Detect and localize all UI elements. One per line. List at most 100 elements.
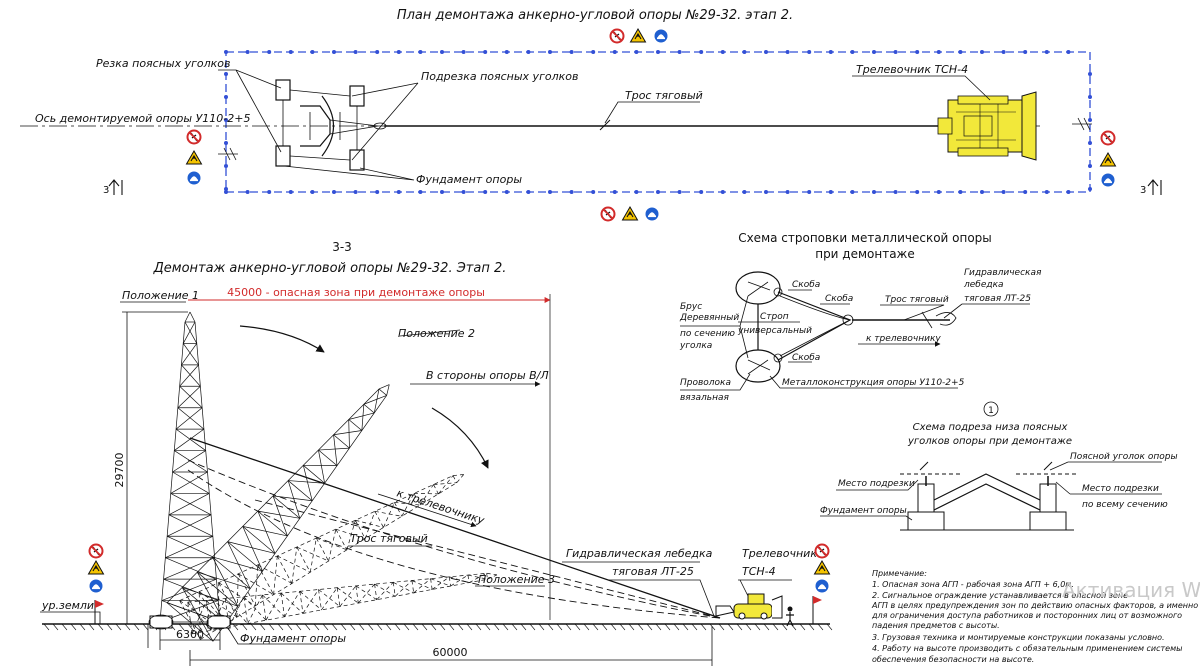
note-2c: для ограничения доступа работников и пос… bbox=[871, 611, 1182, 620]
break-mark-right bbox=[1072, 117, 1092, 131]
position1-label: Положение 1 bbox=[122, 289, 199, 302]
foundation-right bbox=[207, 615, 231, 629]
danger-zone-label: 45000 - опасная зона при демонтаже опоры bbox=[227, 286, 485, 299]
to-tractor-arrow bbox=[377, 493, 477, 528]
plan-safety-signs-left bbox=[185, 129, 203, 185]
undercut-foundation-label: Фундамент опоры bbox=[820, 506, 907, 516]
foundation-left bbox=[149, 615, 173, 629]
undercut-circle bbox=[983, 401, 999, 417]
swing-arrow-1 bbox=[239, 325, 325, 353]
label-tractor-plan: Трелевочник ТСН-4 bbox=[856, 63, 968, 76]
label-rope-plan: Трос тяговый bbox=[625, 89, 703, 102]
tower-position-1 bbox=[159, 311, 221, 623]
leader-tractor-plan bbox=[852, 75, 991, 101]
height-label: 29700 bbox=[113, 453, 126, 488]
swing-arrow-2 bbox=[431, 407, 489, 469]
notes-block: Примечание: 1. Опасная зона АГП - рабоча… bbox=[871, 569, 1198, 664]
helmet-mandatory-icon bbox=[654, 29, 668, 43]
tower-base-plan bbox=[275, 79, 387, 171]
label-cut-belt: Резка поясных уголков bbox=[96, 57, 231, 70]
label-foundation-plan: Фундамент опоры bbox=[416, 173, 522, 186]
prohibition-sign-icon bbox=[609, 28, 625, 44]
warning-sign-icon bbox=[621, 206, 639, 221]
tower-position-3 bbox=[179, 474, 498, 640]
sling-label-2: универсальный bbox=[737, 326, 812, 336]
axis-label: Ось демонтируемой опоры У110-2+5 bbox=[35, 112, 250, 125]
note-1: 1. Опасная зона АГП - рабочая зона АГП +… bbox=[872, 580, 1074, 589]
leader-rope-plan bbox=[604, 101, 700, 124]
slinging-title-2: при демонтаже bbox=[815, 247, 915, 261]
undercut-cut-label: Место подрезки bbox=[838, 479, 915, 489]
winch-label-1: Гидравлическая лебедка bbox=[566, 547, 713, 560]
note-4a: 4. Работу на высоте производить с обязат… bbox=[872, 644, 1182, 653]
undercut-cut-all-2: по всему сечению bbox=[1082, 500, 1168, 510]
os-activation-watermark: Активация Win bbox=[1062, 578, 1200, 602]
fence-posts bbox=[224, 50, 1092, 194]
sling-label-1: Строп bbox=[760, 312, 789, 322]
notes-heading: Примечание: bbox=[872, 569, 927, 578]
winch-scheme-1: Гидравлическая bbox=[964, 268, 1042, 278]
beam-label-2: Деревянный bbox=[679, 313, 739, 323]
undercut-title-2: уголков опоры при демонтаже bbox=[907, 436, 1072, 447]
plan-safety-signs-right bbox=[1099, 130, 1117, 187]
note-2a: 2. Сигнальное ограждение устанавливается… bbox=[872, 591, 1128, 600]
tractor-plan bbox=[937, 91, 1037, 161]
note-4b: обеспечения безопасности на высоте. bbox=[872, 655, 1034, 664]
tower-position-2 bbox=[166, 384, 390, 642]
note-2b: АГП в целях предупреждения зон по действ… bbox=[871, 601, 1198, 610]
plan-safety-signs-bottom bbox=[600, 206, 659, 222]
undercut-cut-all-1: Место подрезки bbox=[1082, 484, 1159, 494]
rope-label-section: Трос тяговый bbox=[350, 532, 428, 545]
ground-hatch bbox=[43, 623, 833, 631]
winch-label-2: тяговая ЛТ-25 bbox=[612, 565, 694, 578]
svg-text:3: 3 bbox=[103, 185, 109, 196]
section-signs-left bbox=[87, 543, 105, 593]
tow-rope-section bbox=[189, 437, 721, 619]
section-id: 3-3 bbox=[332, 240, 352, 254]
prohibition-sign-icon bbox=[1100, 130, 1116, 146]
position2-label: Положение 2 bbox=[398, 327, 475, 340]
undercut-title-1: Схема подреза низа поясных bbox=[913, 422, 1068, 433]
section-mark-right: 3 bbox=[1140, 179, 1162, 196]
undercut-belt-label: Поясной уголок опоры bbox=[1070, 452, 1178, 462]
slinging-drawing bbox=[735, 271, 957, 383]
prohibition-sign-icon bbox=[600, 206, 616, 222]
section-signs-right bbox=[813, 543, 831, 593]
beam-label-1: Брус bbox=[680, 302, 702, 312]
note-2d: падения предметов с высоты. bbox=[872, 621, 1000, 630]
dim-total: 60000 bbox=[433, 646, 468, 659]
label-undercut-belt: Подрезка поясных уголков bbox=[421, 70, 578, 83]
svg-text:3: 3 bbox=[1140, 185, 1146, 196]
helmet-mandatory-icon bbox=[187, 171, 201, 185]
helmet-mandatory-icon bbox=[645, 207, 659, 221]
worker-figure bbox=[786, 606, 794, 627]
undercut-drawing bbox=[900, 461, 1076, 531]
tractor-label-2: ТСН-4 bbox=[742, 565, 776, 578]
helmet-mandatory-icon bbox=[1101, 173, 1115, 187]
leader-foundation-plan bbox=[283, 165, 415, 181]
direction-label: В стороны опоры В/Л bbox=[426, 369, 549, 382]
sling-bracket-1: Скоба bbox=[792, 280, 820, 290]
signal-flag-right bbox=[812, 596, 822, 624]
tractor-label-1: Трелевочник bbox=[742, 547, 817, 560]
plan-safety-signs-top bbox=[609, 28, 668, 44]
warning-sign-icon bbox=[629, 28, 647, 43]
tractor-side bbox=[715, 593, 783, 620]
dim-base: 6300 bbox=[176, 628, 204, 641]
winch-scheme-3: тяговая ЛТ-25 bbox=[964, 294, 1031, 304]
sling-bracket-3: Скоба bbox=[792, 353, 820, 363]
break-mark-left bbox=[218, 147, 238, 161]
winch-scheme-2: лебедка bbox=[963, 280, 1004, 290]
rope-scheme-label: Трос тяговый bbox=[885, 295, 949, 305]
wire-label-2: вязальная bbox=[680, 393, 729, 403]
beam-label-3: по сечению bbox=[680, 329, 735, 339]
warning-sign-icon bbox=[1099, 152, 1117, 167]
svg-text:1: 1 bbox=[988, 406, 994, 416]
slinging-title-1: Схема строповки металлической опоры bbox=[738, 231, 992, 245]
sling-bracket-2: Скоба bbox=[825, 294, 853, 304]
plan-title: План демонтажа анкерно-угловой опоры №29… bbox=[397, 8, 793, 23]
position3-label: Положение 3 bbox=[478, 573, 555, 586]
beam-label-4: уголка bbox=[679, 341, 712, 351]
prohibition-sign-icon bbox=[186, 129, 202, 145]
